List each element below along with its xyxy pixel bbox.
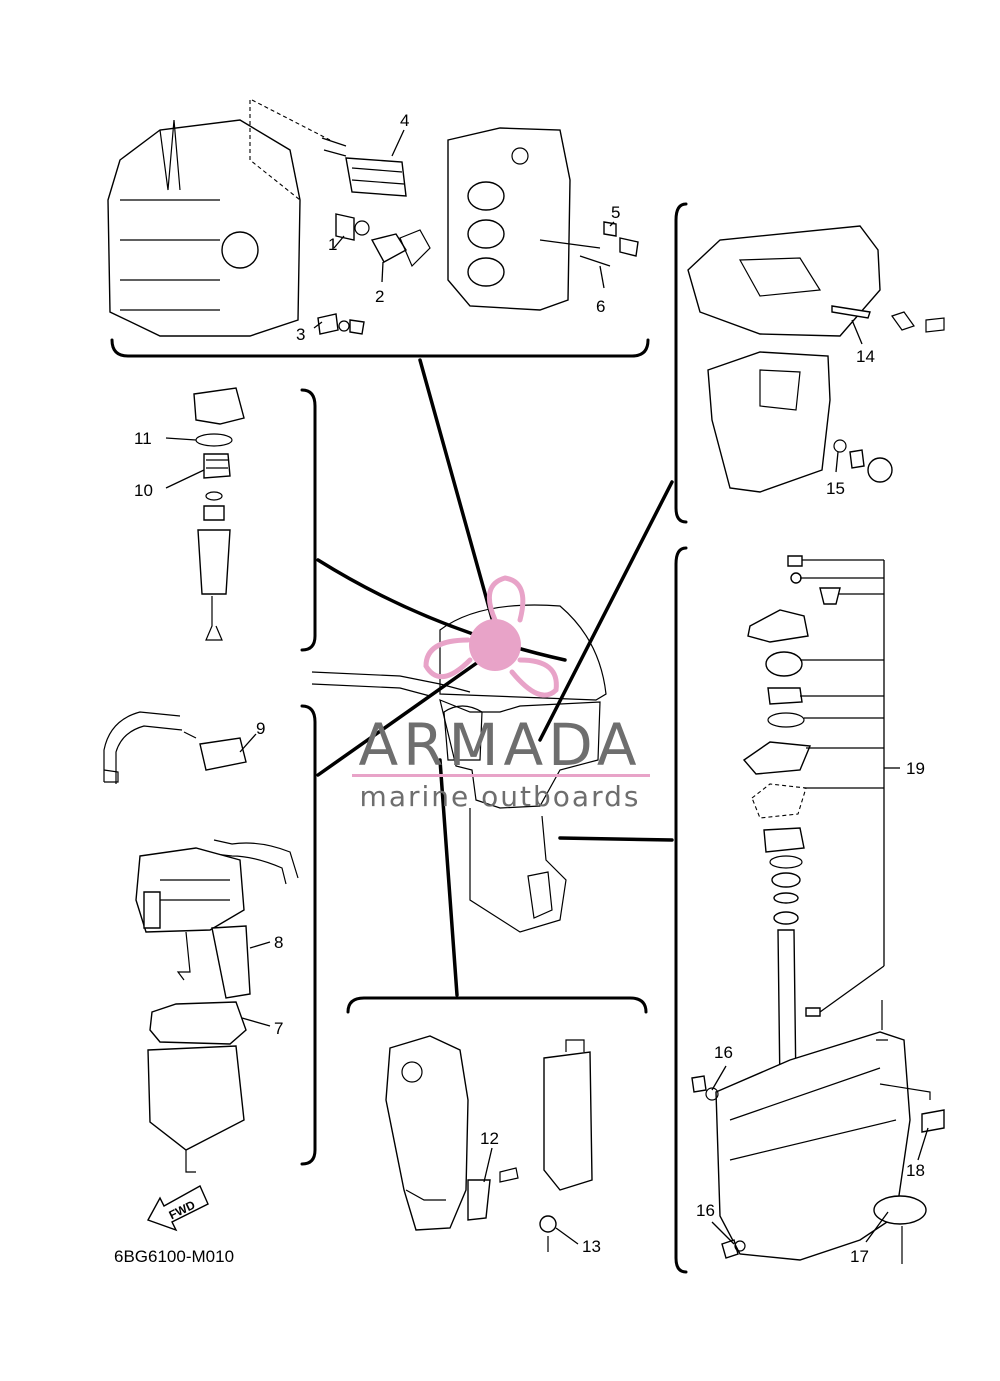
- cylinder-head: [447, 127, 571, 311]
- callout-13: 13: [582, 1237, 601, 1256]
- bracket-lower-unit: [674, 546, 688, 1274]
- outboard-motor-outline: [311, 604, 607, 933]
- carburetor: [135, 847, 251, 1173]
- callout-10: 10: [134, 481, 153, 500]
- connector-lines: [316, 358, 674, 997]
- callout-3: 3: [296, 325, 305, 344]
- callout-9: 9: [256, 719, 265, 738]
- callout-19: 19: [906, 759, 925, 778]
- callout-14: 14: [856, 347, 875, 366]
- tilt-cylinder: [539, 1039, 593, 1252]
- callout-12: 12: [480, 1129, 499, 1148]
- bottom-cowling: [687, 225, 945, 493]
- callout-8: 8: [274, 933, 283, 952]
- callout-4: 4: [400, 111, 409, 130]
- callout-16-top: 16: [714, 1043, 733, 1062]
- fwd-arrow-icon: FWD: [146, 1185, 209, 1232]
- callout-labels: 1 2 3 4 5 6 7 8 9 10 11 12 13 14 15 16 1…: [134, 111, 925, 1266]
- callout-1: 1: [328, 235, 337, 254]
- spark-plug-parts: [539, 221, 639, 267]
- bracket-bracket-assy: [346, 996, 648, 1014]
- watermark-underline: [352, 774, 650, 777]
- bracket-bottom-cowling: [674, 202, 688, 524]
- oil-filter: [251, 99, 407, 197]
- callout-7: 7: [274, 1019, 283, 1038]
- lower-casing: [691, 1000, 945, 1264]
- swivel-bracket: [385, 1035, 519, 1231]
- fuel-filter-assy: [193, 387, 245, 641]
- propeller-logo: [423, 575, 559, 698]
- callout-19-leaders: [800, 559, 900, 1013]
- bracket-carburetor: [300, 704, 317, 1166]
- bracket-engine: [110, 338, 650, 358]
- callout-17: 17: [850, 1247, 869, 1266]
- water-pump-parts: [742, 555, 841, 1091]
- callout-18: 18: [906, 1161, 925, 1180]
- callout-2: 2: [375, 287, 384, 306]
- watermark-tagline: marine outboards: [360, 780, 641, 813]
- callout-15: 15: [826, 479, 845, 498]
- diagram-code: 6BG6100-M010: [114, 1247, 234, 1266]
- bracket-fuel-filter: [300, 388, 317, 652]
- thermostat-parts: [317, 213, 431, 335]
- callout-11: 11: [134, 429, 152, 448]
- callout-5: 5: [611, 203, 620, 222]
- watermark-brand: ARMADA: [358, 711, 641, 779]
- engine-block: [107, 100, 301, 337]
- callout-16-bottom: 16: [696, 1201, 715, 1220]
- fuel-line-assy: [103, 711, 299, 885]
- callout-6: 6: [596, 297, 605, 316]
